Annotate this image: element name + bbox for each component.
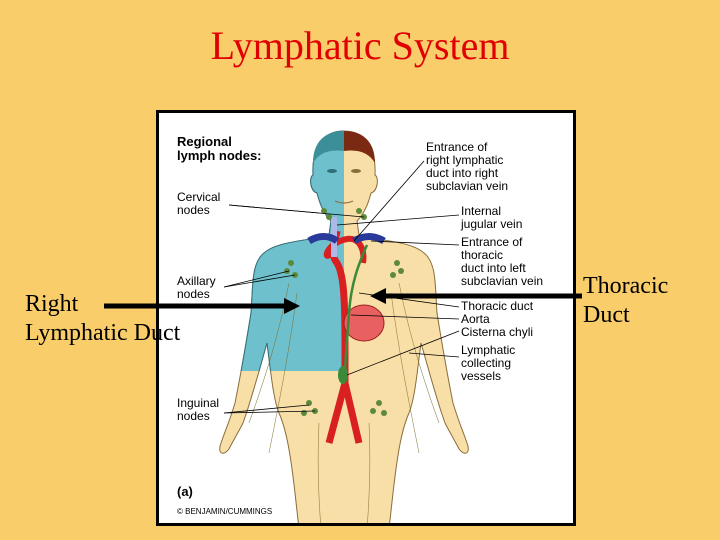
- thoracic-duct-arrow: [370, 288, 582, 304]
- right-duct-arrow: [104, 298, 300, 314]
- aorta-label: Aorta: [461, 312, 490, 326]
- slide-title: Lymphatic System: [210, 23, 510, 68]
- thoracic-duct-label: Thoracic duct: [461, 299, 534, 313]
- body-illustration: [219, 130, 469, 523]
- copyright-notice: © BENJAMIN/CUMMINGS: [177, 507, 273, 516]
- cisterna-chyli-label: Cisterna chyli: [461, 325, 534, 339]
- panel-letter: (a): [177, 484, 193, 499]
